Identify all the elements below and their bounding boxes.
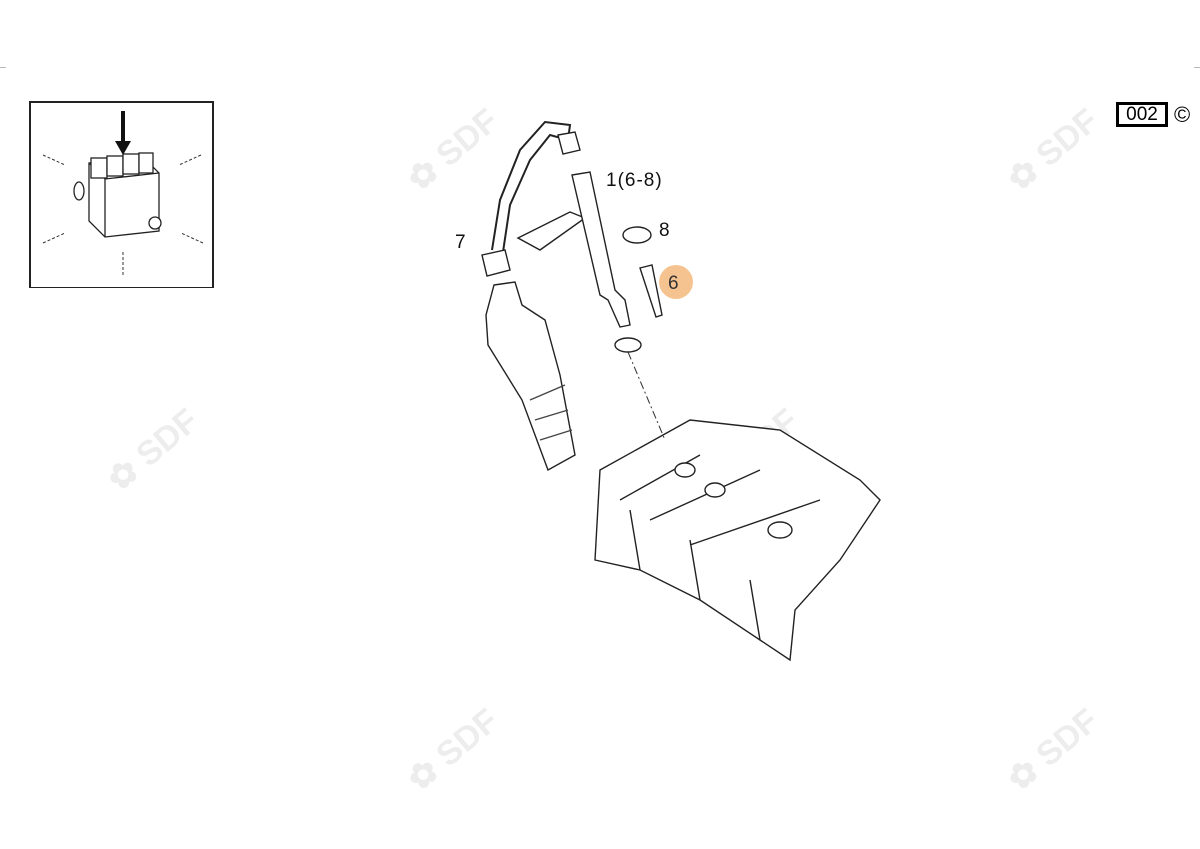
frame-tick-right (1194, 67, 1200, 68)
callout-highlight (659, 265, 693, 299)
injection-pump-element (485, 281, 576, 472)
frame-tick-left (0, 67, 6, 68)
copyright-symbol: © (1174, 102, 1191, 127)
screw (639, 264, 663, 318)
callout-fuel-pipe[interactable]: 7 (455, 232, 467, 253)
pipe-nut (481, 249, 511, 277)
seal-ring (622, 226, 652, 244)
pipe-nut-top (557, 131, 581, 155)
callout-injector[interactable]: 1(6-8) (606, 170, 663, 191)
callout-screw[interactable]: 6 (668, 273, 680, 294)
orientation-thumbnail (29, 101, 214, 288)
cylinder-head (594, 419, 881, 662)
page-code-box: 002 (1116, 102, 1168, 127)
injector (571, 171, 631, 328)
clamp-bracket (516, 211, 587, 251)
washer (614, 337, 642, 353)
callout-seal[interactable]: 8 (659, 220, 671, 241)
engine-orientation-icon (42, 111, 204, 275)
